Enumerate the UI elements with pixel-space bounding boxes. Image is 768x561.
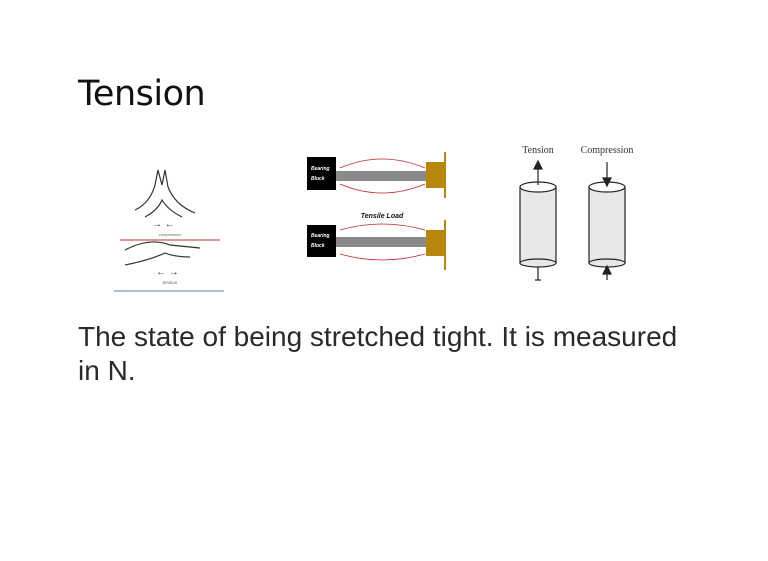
cylinders-illustration: Tension Compression [519, 145, 634, 281]
svg-text:Bearing: Bearing [311, 166, 330, 172]
svg-text:Bearing: Bearing [311, 233, 330, 239]
slide-body-text: The state of being stretched tight. It i… [78, 321, 678, 386]
tensile-load-illustration: Bearing Block Tensile Load Bearing Block [307, 152, 446, 270]
svg-text:Block: Block [311, 243, 325, 249]
cylinder-tension-label: Tension [522, 145, 554, 156]
tension-arrows: ← → [156, 267, 179, 278]
hands-tension-label: tension [163, 280, 178, 285]
cylinder-compression-label: Compression [581, 145, 634, 156]
rod-top: Bearing Block [307, 152, 446, 198]
compression-cylinder [588, 162, 626, 280]
hands-compression-label: compression [159, 232, 182, 237]
tension-cylinder [519, 159, 557, 281]
tensile-load-caption: Tensile Load [361, 213, 404, 220]
svg-text:Block: Block [311, 176, 325, 182]
slide-title: Tension [78, 74, 206, 114]
compression-arrows: → ← [152, 219, 175, 230]
hands-illustration: → ← compression ← → tension [114, 169, 224, 292]
rod-bottom: Bearing Block [307, 220, 446, 270]
